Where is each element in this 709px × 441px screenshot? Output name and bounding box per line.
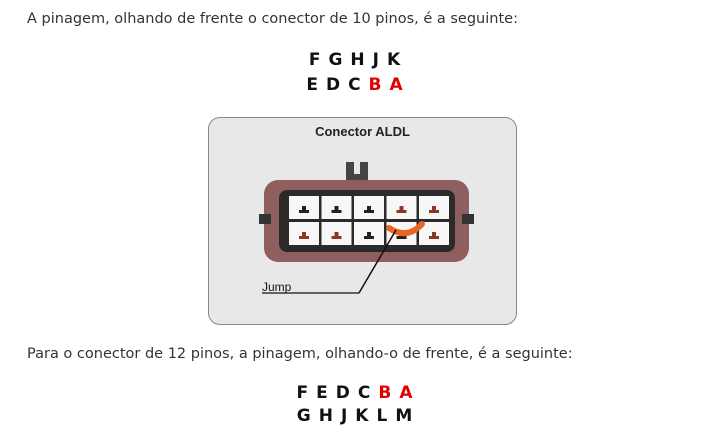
pin-letter: F bbox=[308, 50, 321, 70]
pin-letter-highlighted: B bbox=[378, 383, 392, 403]
connector-drawing bbox=[259, 162, 474, 294]
pin-terminal bbox=[429, 232, 439, 239]
pin-letter: D bbox=[335, 383, 350, 403]
pin-letter: K bbox=[386, 50, 401, 70]
pin-letter-highlighted: A bbox=[399, 383, 413, 403]
aldl-connector-figure: Conector ALDL Jump bbox=[208, 117, 517, 325]
pin-letter: F bbox=[296, 383, 309, 403]
pin-letter: H bbox=[350, 50, 365, 70]
pin-terminal bbox=[429, 206, 439, 213]
second-paragraph: Para o conector de 12 pinos, a pinagem, … bbox=[27, 346, 573, 362]
intro-paragraph: A pinagem, olhando de frente o conector … bbox=[27, 11, 518, 27]
pin-letter: J bbox=[372, 50, 379, 70]
pin-letter: M bbox=[395, 406, 413, 426]
pin-terminal bbox=[364, 206, 374, 213]
pin-letter: J bbox=[340, 406, 348, 426]
pin-terminal bbox=[331, 206, 342, 213]
pin-letter: D bbox=[325, 75, 341, 95]
pin-terminal bbox=[396, 206, 407, 213]
pin-terminal bbox=[364, 232, 374, 239]
pin-terminal bbox=[299, 232, 309, 239]
pin-terminal bbox=[331, 232, 342, 239]
pin-letter: C bbox=[348, 75, 361, 95]
pin-letter: H bbox=[318, 406, 333, 426]
pin-letter: G bbox=[328, 50, 343, 70]
pin-letter: E bbox=[316, 383, 328, 403]
pin-letter: L bbox=[376, 406, 388, 426]
pin-letter: E bbox=[306, 75, 318, 95]
pin-letter-highlighted: A bbox=[389, 75, 403, 95]
jump-label: Jump bbox=[262, 280, 292, 294]
pin-letter: K bbox=[355, 406, 369, 426]
figure-title: Conector ALDL bbox=[315, 124, 410, 139]
pin-terminal bbox=[299, 206, 309, 213]
pin-letter: G bbox=[296, 406, 311, 426]
pin-letter: C bbox=[357, 383, 371, 403]
pin-letter-highlighted: B bbox=[368, 75, 382, 95]
